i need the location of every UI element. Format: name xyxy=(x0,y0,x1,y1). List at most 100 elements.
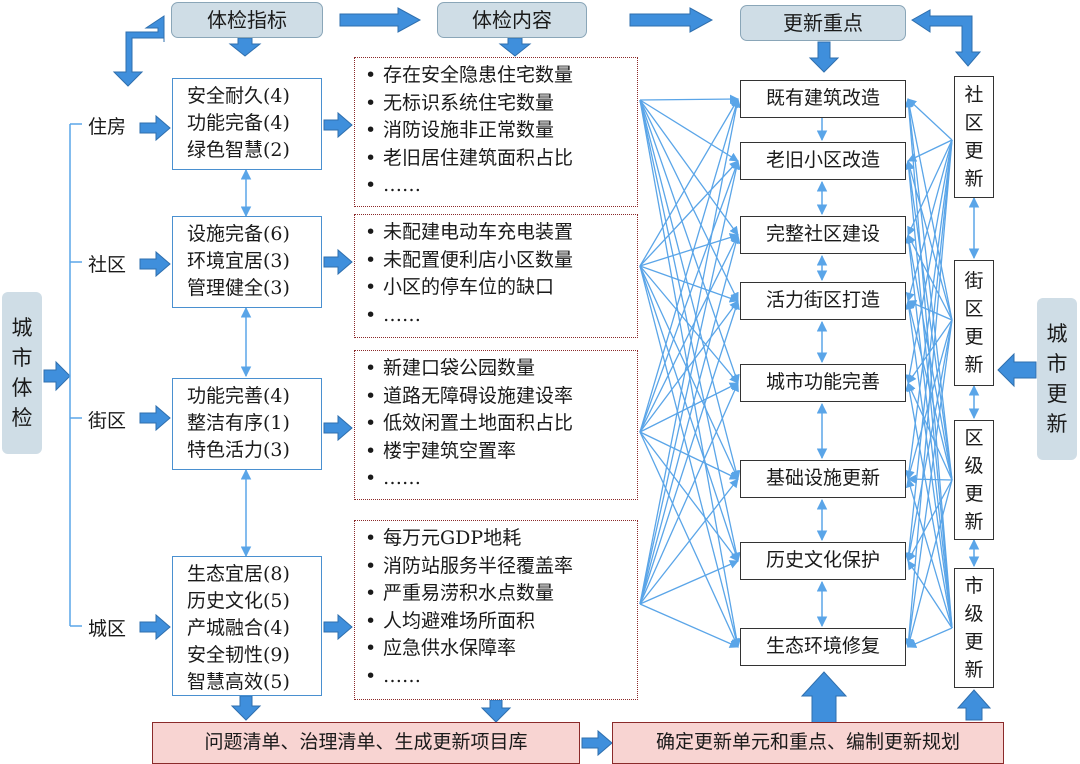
connector-line xyxy=(905,479,953,648)
content-item: •人均避难场所面积 xyxy=(365,609,536,632)
label-city-checkup: 城市体检 xyxy=(2,292,42,454)
down-arrow-ind xyxy=(228,37,262,57)
indicator-item: 整洁有序(1) xyxy=(187,412,290,434)
connector-line xyxy=(639,234,741,605)
connector-line xyxy=(904,319,953,562)
connector-line xyxy=(907,98,953,141)
focus-vibrant-block: 活力街区打造 xyxy=(740,282,906,320)
connector-line xyxy=(904,319,953,648)
focus-complete-community: 完整社区建设 xyxy=(740,216,906,254)
connector-line xyxy=(639,99,740,384)
down-arrow-focus xyxy=(808,41,840,73)
header-indicators: 体检指标 xyxy=(171,2,323,38)
content-item: •…… xyxy=(365,467,421,489)
connector-line xyxy=(639,603,739,648)
bent-arrow-left xyxy=(112,15,165,87)
indicator-item: 设施完备(6) xyxy=(187,223,290,245)
connector-line xyxy=(639,478,739,605)
indicator-box-district: 生态宜居(8) 历史文化(5) 产城融合(4) 安全韧性(9) 智慧高效(5) xyxy=(172,556,322,696)
connector-line xyxy=(639,431,739,648)
indicator-item: 特色活力(3) xyxy=(187,439,290,461)
connector-line xyxy=(639,300,739,433)
focus-ecology: 生态环境修复 xyxy=(740,628,906,666)
scale-community: 社区更新 xyxy=(954,76,994,198)
scale-district-text: 区级更新 xyxy=(964,427,984,533)
level-community: 社区 xyxy=(88,254,127,276)
content-item: •楼宇建筑空置率 xyxy=(365,439,517,462)
scale-block: 街区更新 xyxy=(954,260,994,386)
level-housing: 住房 xyxy=(88,116,127,138)
scale-district: 区级更新 xyxy=(954,420,994,540)
level-district: 城区 xyxy=(88,618,127,640)
content-item: •无标识系统住宅数量 xyxy=(365,91,555,114)
connector-line xyxy=(905,160,953,321)
connector-line xyxy=(639,99,739,162)
scale-block-text: 街区更新 xyxy=(964,270,984,376)
connector-line xyxy=(905,478,953,629)
connector-line xyxy=(639,234,739,433)
content-item: •未配置便利店小区数量 xyxy=(365,248,574,271)
content-item: •存在安全隐患住宅数量 xyxy=(365,64,574,86)
connector-line xyxy=(639,99,739,236)
indicator-item: 生态宜居(8) xyxy=(187,563,290,585)
connector-line xyxy=(904,98,953,481)
indicator-item: 绿色智慧(2) xyxy=(187,139,290,161)
content-box-community: •未配建电动车充电装置 •未配置便利店小区数量 •小区的停车位的缺口 •…… xyxy=(354,214,638,338)
indicator-box-community: 设施完备(6) 环境宜居(3) 管理健全(3) xyxy=(172,216,322,308)
label-city-renewal-text: 城市更新 xyxy=(1046,322,1068,436)
focus-existing-building: 既有建筑改造 xyxy=(740,80,906,118)
connector-line xyxy=(639,94,739,104)
connector-line xyxy=(639,98,741,605)
connector-line xyxy=(639,382,739,605)
content-item: •…… xyxy=(365,303,421,326)
connector-line xyxy=(639,233,739,267)
content-item: •应急供水保障率 xyxy=(365,637,517,659)
content-item: •低效闲置土地面积占比 xyxy=(365,412,574,434)
connector-line xyxy=(639,99,741,562)
connector-line xyxy=(639,160,740,433)
header-focus: 更新重点 xyxy=(740,5,906,41)
connector-line xyxy=(639,265,741,648)
connector-line xyxy=(639,98,741,433)
focus-heritage: 历史文化保护 xyxy=(740,542,906,580)
top-arrow-2 xyxy=(629,7,714,33)
bottom-renewal-plan: 确定更新单元和重点、编制更新规划 xyxy=(612,722,1004,764)
connector-line xyxy=(904,139,953,384)
bottom-problem-list: 问题清单、治理清单、生成更新项目库 xyxy=(152,722,580,764)
focus-city-function: 城市功能完善 xyxy=(740,364,906,402)
connector-line xyxy=(905,139,953,302)
indicator-item: 安全韧性(9) xyxy=(187,644,290,666)
indicator-item: 智慧高效(5) xyxy=(187,671,290,693)
scale-community-text: 社区更新 xyxy=(964,84,984,190)
connector-line xyxy=(639,99,741,480)
content-item: •每万元GDP地耗 xyxy=(365,527,522,549)
indicator-box-housing: 安全耐久(4) 功能完备(4) 绿色智慧(2) xyxy=(172,78,322,170)
connector-line xyxy=(639,265,739,384)
content-item: •消防设施非正常数量 xyxy=(365,119,555,141)
focus-old-community: 老旧小区改造 xyxy=(740,142,906,180)
content-item: •严重易涝积水点数量 xyxy=(365,582,555,604)
connector-line xyxy=(907,139,953,162)
indicator-item: 安全耐久(4) xyxy=(187,85,290,107)
content-item: •消防站服务半径覆盖率 xyxy=(365,554,574,577)
indicator-item: 环境宜居(3) xyxy=(187,250,290,272)
content-item: •道路无障碍设施建设率 xyxy=(365,384,574,407)
connector-line xyxy=(904,139,953,648)
connector-line xyxy=(907,382,953,481)
connector-line xyxy=(904,300,953,629)
indicator-item: 功能完善(4) xyxy=(187,385,290,407)
scale-city-text: 市级更新 xyxy=(964,575,984,681)
header-content: 体检内容 xyxy=(437,2,587,38)
connector-line xyxy=(639,382,739,433)
indicator-box-block: 功能完善(4) 整洁有序(1) 特色活力(3) xyxy=(172,378,322,470)
connector-line xyxy=(907,479,953,562)
content-box-district: •每万元GDP地耗 •消防站服务半径覆盖率 •严重易涝积水点数量 •人均避难场所… xyxy=(354,520,638,700)
connector-line xyxy=(904,139,953,562)
content-item: •…… xyxy=(365,174,421,196)
bent-arrow-right xyxy=(911,9,982,67)
connector-line xyxy=(639,265,740,562)
indicator-item: 历史文化(5) xyxy=(187,590,290,612)
connector-line xyxy=(639,160,741,605)
connector-line xyxy=(907,139,953,236)
